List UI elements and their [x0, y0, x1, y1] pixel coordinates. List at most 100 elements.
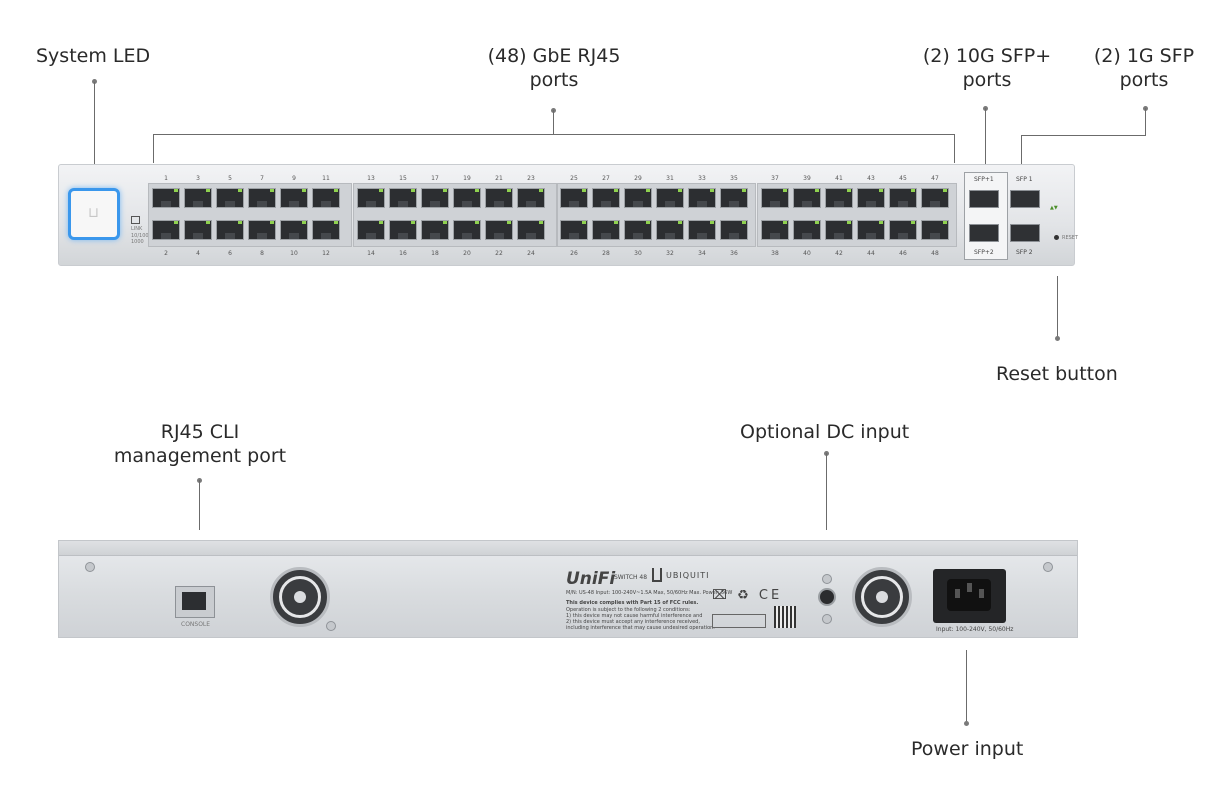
rj45-port[interactable] — [357, 188, 385, 208]
port-link-led — [943, 189, 947, 192]
rj45-port[interactable] — [889, 220, 917, 240]
rj45-port[interactable] — [312, 220, 340, 240]
rj45-port[interactable] — [656, 188, 684, 208]
port-number: 18 — [431, 250, 439, 257]
dc-leader — [826, 453, 827, 530]
port-link-led — [411, 189, 415, 192]
sfp-plus-leader — [985, 108, 986, 164]
sfp-plus-port-1[interactable] — [969, 190, 999, 208]
rj45-port[interactable] — [624, 220, 652, 240]
rj45-port[interactable] — [389, 188, 417, 208]
power-inlet[interactable] — [933, 569, 1006, 623]
rj45-port[interactable] — [688, 188, 716, 208]
rj45-port[interactable] — [421, 188, 449, 208]
rj45-port[interactable] — [280, 188, 308, 208]
rj45-port[interactable] — [453, 188, 481, 208]
port-number: 40 — [803, 250, 811, 257]
port-number: 19 — [463, 175, 471, 182]
port-link-led — [443, 189, 447, 192]
port-link-led — [174, 221, 178, 224]
rj45-port[interactable] — [517, 220, 545, 240]
port-number: 24 — [527, 250, 535, 257]
sfp-plus-1-label: SFP+1 — [974, 176, 994, 183]
sfp-cage — [1006, 172, 1048, 260]
sfp-port-2[interactable] — [1010, 224, 1040, 242]
rj45-port[interactable] — [761, 188, 789, 208]
sfp-plus-callout: (2) 10G SFP+ ports — [912, 44, 1062, 92]
rj45-port[interactable] — [825, 220, 853, 240]
port-link-led — [678, 189, 682, 192]
rj45-port[interactable] — [889, 188, 917, 208]
rj45-port[interactable] — [857, 188, 885, 208]
rj45-port[interactable] — [248, 220, 276, 240]
rj45-port[interactable] — [921, 188, 949, 208]
rj45-port[interactable] — [560, 220, 588, 240]
rj45-port[interactable] — [592, 220, 620, 240]
port-link-led — [783, 221, 787, 224]
rj45-port[interactable] — [184, 220, 212, 240]
sfp-port-1[interactable] — [1010, 190, 1040, 208]
rj45-port[interactable] — [421, 220, 449, 240]
rj45-port[interactable] — [761, 220, 789, 240]
port-number: 26 — [570, 250, 578, 257]
fan-right-hub — [876, 591, 888, 603]
rj45-port[interactable] — [857, 220, 885, 240]
port-number: 32 — [666, 250, 674, 257]
rj45-port[interactable] — [624, 188, 652, 208]
rj45-port[interactable] — [280, 220, 308, 240]
reset-label: RESET — [1062, 235, 1079, 241]
port-link-led — [582, 221, 586, 224]
port-link-led — [475, 221, 479, 224]
serial-number-box — [712, 614, 766, 628]
rj45-ports-callout: (48) GbE RJ45 ports — [474, 44, 634, 92]
port-link-led — [783, 189, 787, 192]
console-port[interactable] — [175, 586, 215, 618]
port-number: 13 — [367, 175, 375, 182]
port-number: 22 — [495, 250, 503, 257]
sfp-plus-2-label: SFP+2 — [974, 249, 994, 256]
port-number: 27 — [602, 175, 610, 182]
port-number: 33 — [698, 175, 706, 182]
reset-button[interactable] — [1054, 235, 1059, 240]
rj45-port[interactable] — [485, 188, 513, 208]
port-number: 20 — [463, 250, 471, 257]
rj45-port[interactable] — [921, 220, 949, 240]
rj45-port[interactable] — [453, 220, 481, 240]
rj45-port[interactable] — [312, 188, 340, 208]
rj45-port[interactable] — [560, 188, 588, 208]
network-port-icon — [131, 216, 140, 224]
rj45-port[interactable] — [793, 188, 821, 208]
sfp-plus-port-2[interactable] — [969, 224, 999, 242]
rj45-port[interactable] — [152, 188, 180, 208]
rj45-port[interactable] — [592, 188, 620, 208]
rj45-port[interactable] — [485, 220, 513, 240]
port-number: 23 — [527, 175, 535, 182]
fan-left-hub — [294, 591, 306, 603]
dc-input-jack[interactable] — [818, 588, 836, 606]
rj45-port[interactable] — [720, 220, 748, 240]
reset-button-callout: Reset button — [996, 363, 1118, 385]
reset-leader — [1057, 276, 1058, 338]
rj45-bracket-right — [954, 134, 955, 163]
rj45-port[interactable] — [216, 188, 244, 208]
port-link-led — [614, 189, 618, 192]
rj45-port[interactable] — [184, 188, 212, 208]
rj45-port[interactable] — [216, 220, 244, 240]
port-number: 14 — [367, 250, 375, 257]
ubiquiti-logo: UBIQUITI — [666, 571, 710, 580]
rj45-port[interactable] — [688, 220, 716, 240]
rj45-port[interactable] — [152, 220, 180, 240]
port-number: 4 — [196, 250, 200, 257]
rj45-port[interactable] — [656, 220, 684, 240]
rj45-port[interactable] — [357, 220, 385, 240]
rj45-port[interactable] — [720, 188, 748, 208]
rj45-port[interactable] — [825, 188, 853, 208]
rj45-port[interactable] — [517, 188, 545, 208]
led-legend-1000: 1000 — [131, 239, 144, 245]
sfp-plus-callout-line1: (2) 10G SFP+ — [922, 45, 1052, 67]
rj45-port[interactable] — [248, 188, 276, 208]
rj45-port[interactable] — [389, 220, 417, 240]
sfp-leader-vert — [1145, 108, 1146, 135]
port-link-led — [678, 221, 682, 224]
rj45-port[interactable] — [793, 220, 821, 240]
